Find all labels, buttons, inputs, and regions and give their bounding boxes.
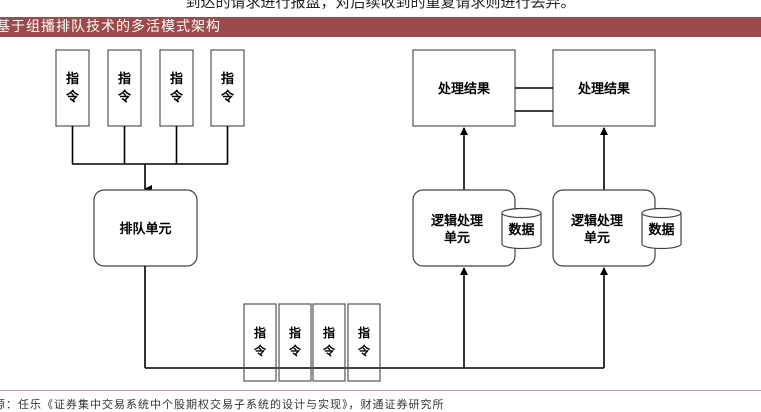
result-label: 处理结果 [437, 81, 490, 97]
instruction-label: 指 [170, 71, 183, 87]
instruction-label: 指 [118, 71, 131, 87]
divider-line [0, 390, 761, 391]
instruction-label: 令 [66, 89, 80, 105]
instruction-box: 指 令 [243, 303, 277, 382]
instruction-box: 指 令 [347, 303, 381, 382]
instruction-label: 令 [118, 89, 132, 105]
instruction-label: 令 [288, 343, 302, 358]
instruction-box: 指 令 [159, 49, 194, 127]
figure-title: 基于组播排队技术的多活模式架构 [0, 19, 221, 35]
database-icon: 数据 [501, 207, 542, 250]
instruction-box: 指 令 [210, 49, 245, 127]
logic-unit-label: 单元 [444, 230, 470, 246]
instruction-box: 指 令 [312, 303, 346, 382]
database-label: 数据 [648, 222, 674, 238]
instruction-label: 令 [170, 89, 184, 105]
figure-source: 源：任乐《证券集中交易系统中个股期权交易子系统的设计与实现》，财通证券研究所 [0, 398, 445, 411]
instruction-label: 令 [322, 343, 336, 358]
result-label: 处理结果 [577, 81, 630, 97]
processing-node-left: 处理结果 逻辑处理 单元 数据 [412, 49, 542, 267]
instruction-label: 指 [66, 71, 79, 87]
result-sync-connector [515, 87, 553, 112]
merge-connector [71, 126, 229, 193]
result-box [552, 49, 656, 127]
instruction-label: 指 [323, 325, 335, 340]
instruction-label: 指 [289, 325, 301, 340]
queue-unit-label: 排队单元 [119, 221, 171, 237]
instruction-label: 指 [254, 325, 266, 340]
instruction-box: 指 令 [278, 303, 312, 382]
instruction-box: 指 令 [107, 49, 142, 127]
instruction-box: 指 令 [55, 49, 90, 127]
database-icon: 数据 [641, 207, 682, 250]
logic-unit-label: 单元 [584, 230, 610, 246]
logic-unit-label: 逻辑处理 [571, 213, 623, 229]
bottom-instructions: 指 令 指 令 指 令 指 令 [243, 303, 381, 382]
body-text-fragment: 到达的请求进行报盘，对后续收到的重复请求则进行丢弃。 [185, 0, 576, 11]
instruction-label: 令 [253, 343, 267, 358]
instruction-label: 指 [358, 325, 370, 340]
database-label: 数据 [508, 222, 534, 238]
instruction-label: 令 [221, 89, 235, 105]
logic-unit-label: 逻辑处理 [431, 213, 483, 229]
multicast-bus [144, 266, 608, 369]
instruction-label: 令 [357, 343, 371, 358]
processing-node-right: 处理结果 逻辑处理 单元 数据 [552, 49, 682, 267]
queue-unit: 排队单元 [93, 189, 198, 267]
figure-title-bar: 基于组播排队技术的多活模式架构 [0, 17, 761, 37]
top-instructions: 指 令 指 令 指 令 指 令 [55, 49, 245, 127]
instruction-label: 指 [221, 71, 234, 87]
